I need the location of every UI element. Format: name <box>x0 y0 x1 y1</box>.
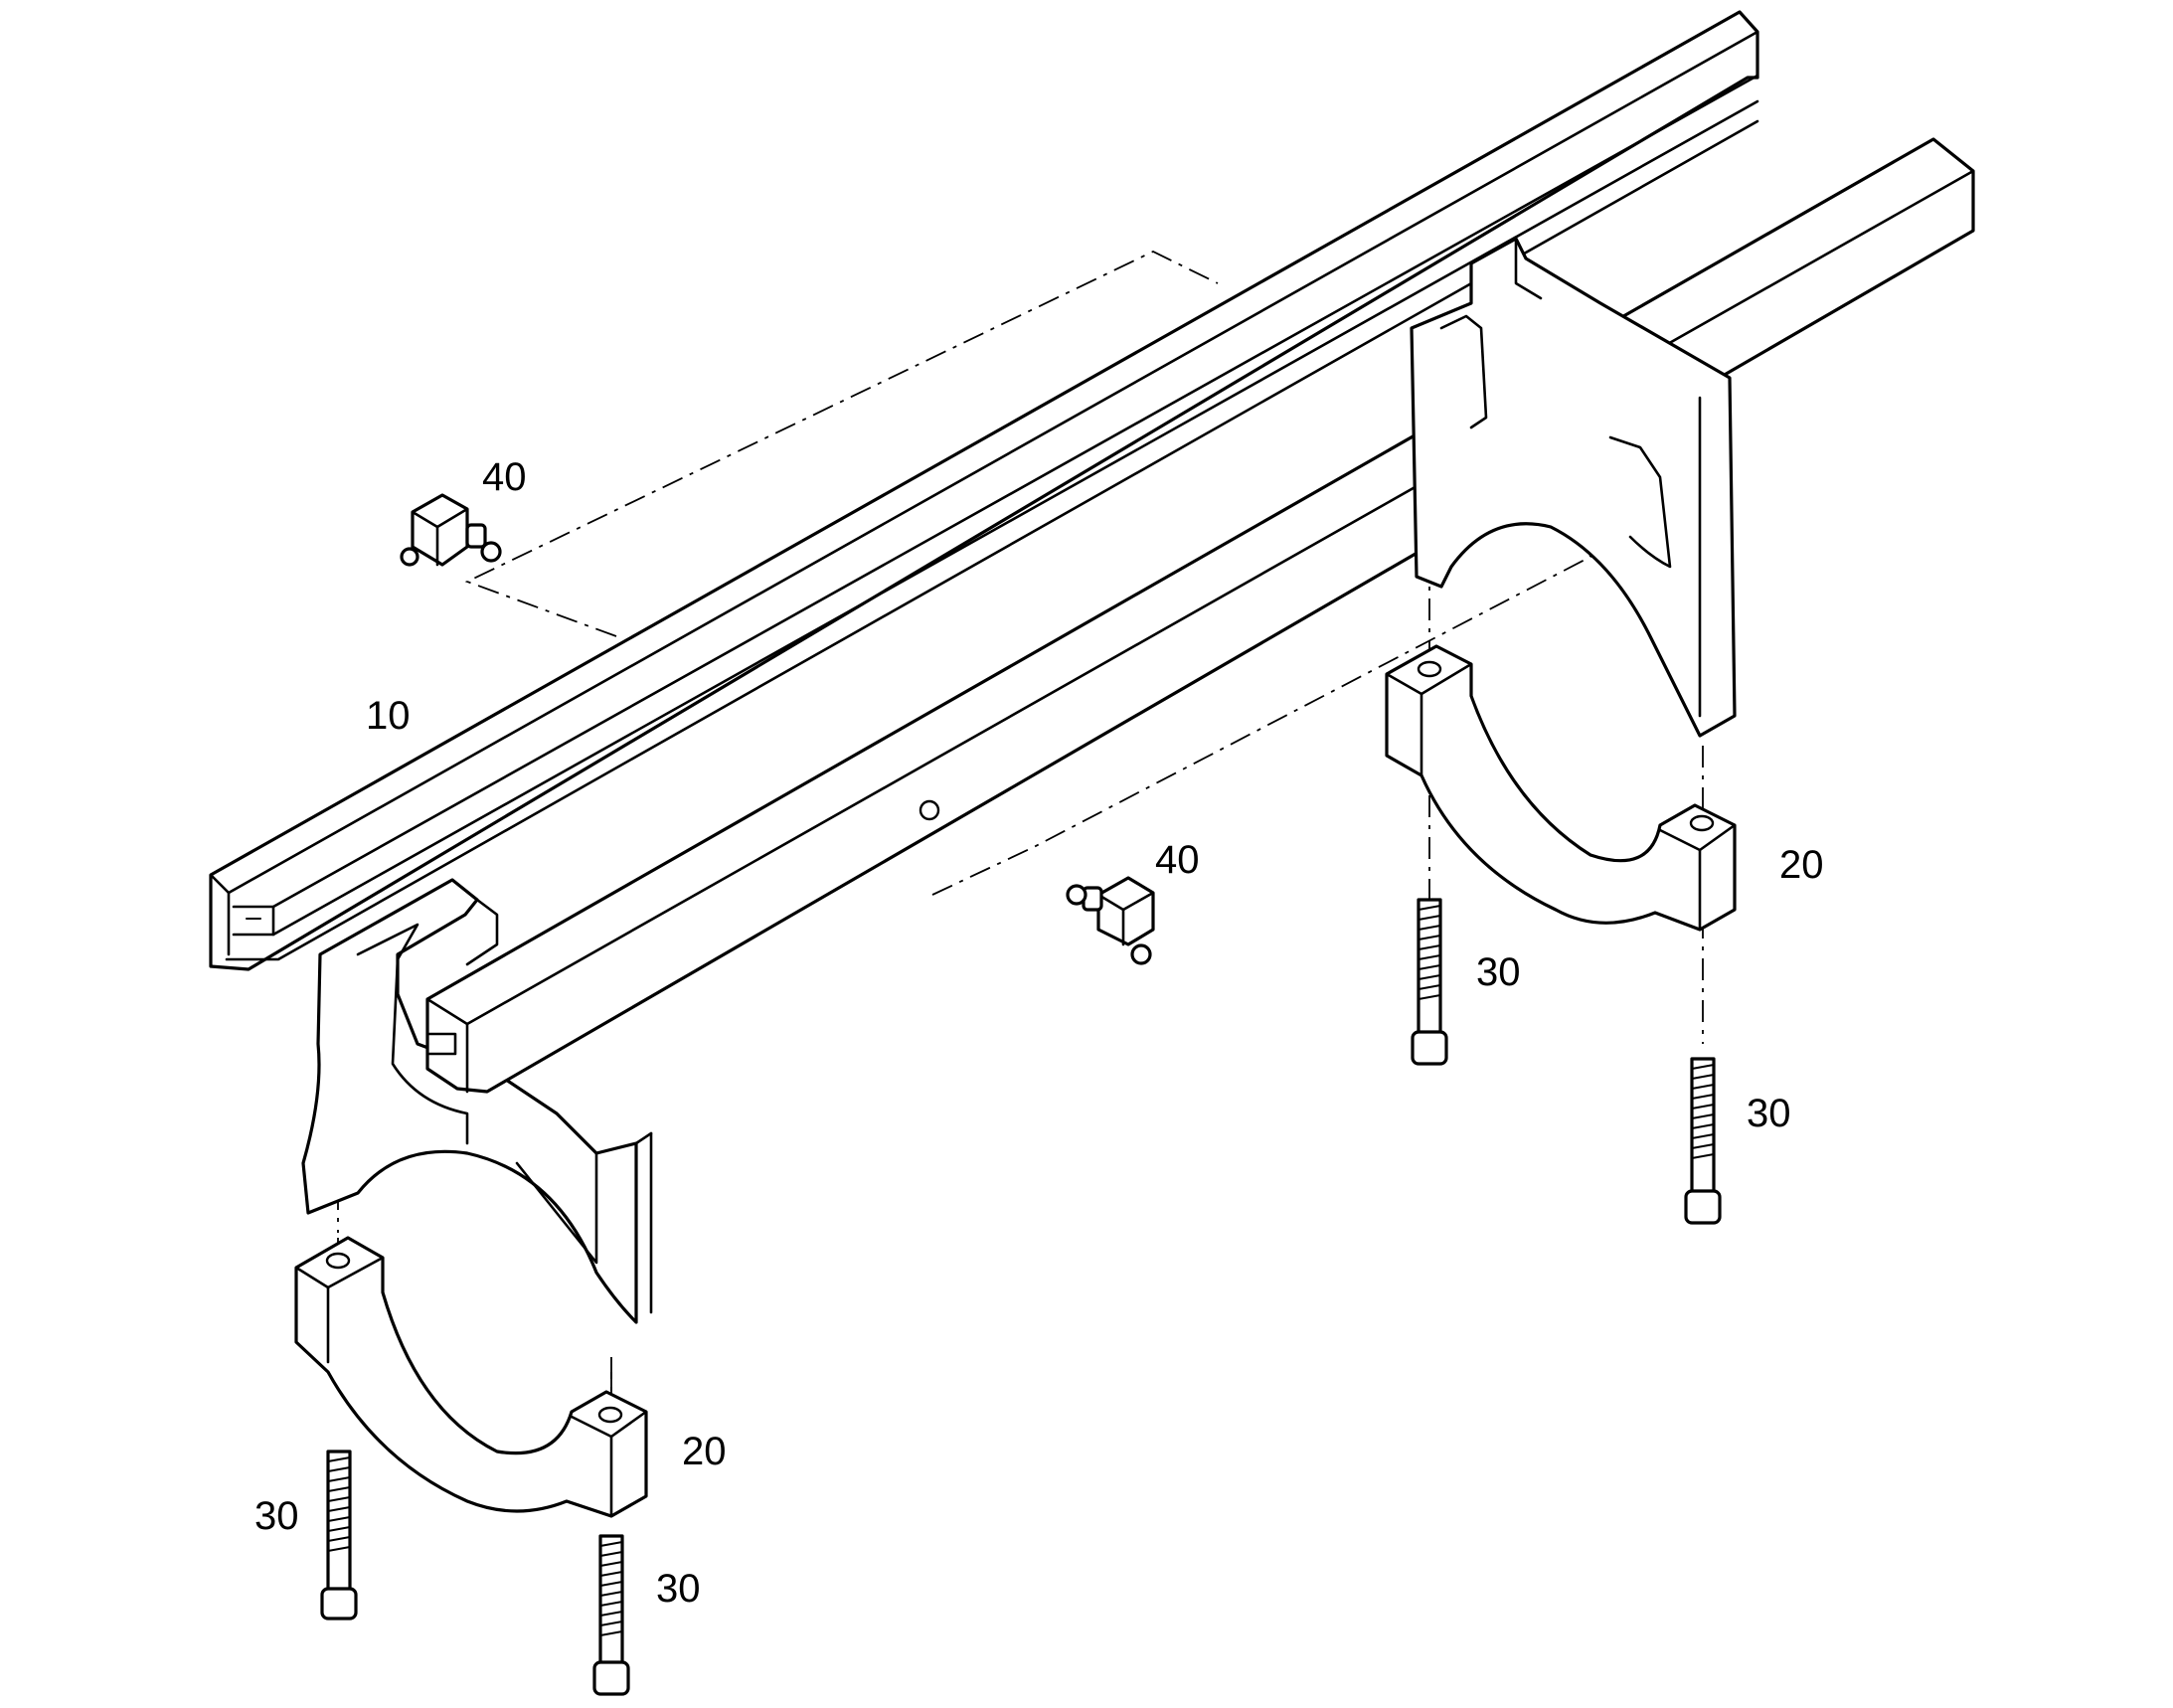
rear-rail <box>209 10 1759 971</box>
left-bracket <box>301 878 653 1324</box>
callout-20-right: 20 <box>1779 843 1824 887</box>
screw-right-2 <box>1684 1057 1722 1225</box>
fitting-upper <box>400 493 502 567</box>
callout-30-left-1: 30 <box>254 1494 299 1538</box>
front-rail <box>425 137 1975 1094</box>
callout-20-left: 20 <box>682 1430 727 1473</box>
right-clamp <box>1385 644 1737 932</box>
screw-left-2 <box>592 1534 630 1696</box>
screw-right-1 <box>1411 898 1448 1066</box>
callout-30-left-2: 30 <box>656 1567 701 1611</box>
callout-30-right-1: 30 <box>1476 950 1521 994</box>
callout-10: 10 <box>366 694 411 738</box>
fitting-lower <box>1066 876 1155 965</box>
callout-30-right-2: 30 <box>1747 1092 1791 1135</box>
right-bracket <box>1410 237 1737 738</box>
callout-40-upper: 40 <box>482 455 527 499</box>
callout-40-lower: 40 <box>1155 838 1200 882</box>
screw-left-1 <box>320 1450 358 1621</box>
left-clamp <box>294 1236 648 1518</box>
